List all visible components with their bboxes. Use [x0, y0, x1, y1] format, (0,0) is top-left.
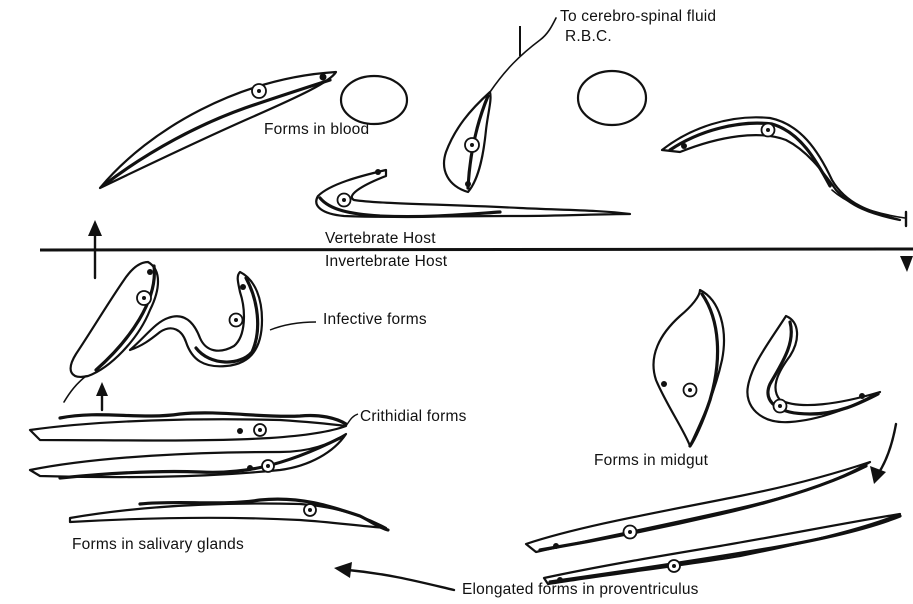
- arrow-down-right-edge: [900, 212, 913, 272]
- label-forms-in-salivary-glands: Forms in salivary glands: [72, 536, 244, 554]
- host-divider-line: [40, 249, 913, 250]
- midgut-form-right: [747, 316, 880, 422]
- label-csf: To cerebro-spinal fluid: [560, 8, 716, 26]
- label-crithidial-forms: Crithidial forms: [360, 408, 467, 426]
- label-forms-in-blood: Forms in blood: [264, 121, 369, 139]
- midgut-form-left: [653, 290, 723, 446]
- blood-form-right: [662, 117, 905, 220]
- crithidial-form-upper: [30, 413, 346, 441]
- label-rbc: R.B.C.: [565, 28, 612, 46]
- label-vertebrate-host: Vertebrate Host: [325, 230, 436, 248]
- rbc-cell-right: [578, 71, 646, 125]
- label-forms-in-midgut: Forms in midgut: [594, 452, 708, 470]
- label-infective-forms: Infective forms: [323, 311, 427, 329]
- label-elongated-forms: Elongated forms in proventriculus: [462, 581, 699, 599]
- arrow-up-lower-left: [96, 382, 108, 410]
- rbc-cell-left: [341, 76, 407, 124]
- arrow-down-right: [870, 424, 896, 484]
- crithidial-leader-line: [346, 414, 358, 426]
- label-invertebrate-host: Invertebrate Host: [325, 253, 447, 271]
- blood-form-center: [444, 18, 556, 192]
- infective-leader-line: [270, 322, 316, 330]
- infective-form-left: [64, 262, 158, 402]
- salivary-form: [70, 499, 388, 530]
- arrow-left-bottom: [334, 562, 454, 590]
